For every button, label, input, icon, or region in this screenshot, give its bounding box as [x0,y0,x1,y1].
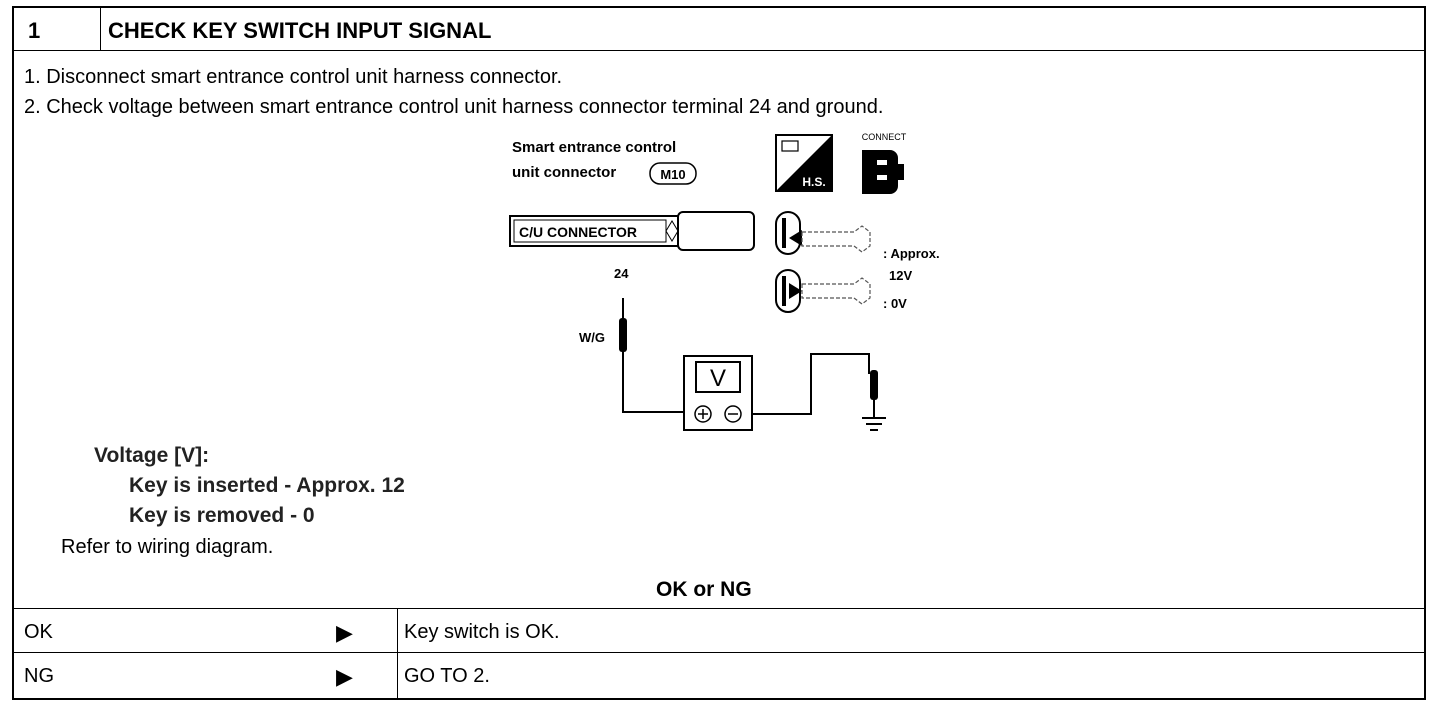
connector-caption-line2: unit connector [512,164,616,181]
key-inserted-icon [775,211,871,255]
result-middle-rule [14,652,1424,653]
terminal-number: 24 [614,266,629,281]
procedure-table: 1 CHECK KEY SWITCH INPUT SIGNAL 1. Disco… [12,6,1426,700]
ground-symbol [862,417,886,431]
ok-arrow-icon: ▶ [336,620,353,645]
spec-key-removed: Key is removed - 0 [129,504,315,527]
connector-caption-line1: Smart entrance control [512,139,676,156]
key-inserted-value-1: : Approx. [883,246,940,261]
step-title: CHECK KEY SWITCH INPUT SIGNAL [108,18,492,43]
harness-side-icon: H.S. [775,134,833,192]
svg-text:C/U CONNECTOR: C/U CONNECTOR [519,224,637,240]
voltmeter-icon: V [683,355,753,431]
voltage-check-diagram: Smart entrance control unit connector M1… [509,132,940,431]
spec-key-inserted: Key is inserted - Approx. 12 [129,474,405,497]
wire-color: W/G [579,330,605,345]
key-inserted-value-2: 12V [889,268,912,283]
spec-heading: Voltage [V]: [94,444,210,467]
key-removed-icon [775,269,871,313]
header-divider [100,8,101,50]
result-top-rule [14,608,1424,609]
svg-text:CONNECT: CONNECT [862,132,907,142]
svg-text:H.S.: H.S. [802,175,825,189]
ng-action: GO TO 2. [404,665,490,687]
result-divider [397,608,398,698]
connect-icon: CONNECT [862,132,907,194]
instruction-2: 2. Check voltage between smart entrance … [24,96,884,118]
ok-action: Key switch is OK. [404,621,560,643]
svg-text:V: V [710,365,726,392]
connector-id-badge: M10 [660,167,685,182]
cu-connector: C/U CONNECTOR [509,211,755,251]
refer-wiring-diagram: Refer to wiring diagram. [61,536,274,558]
ng-label: NG [24,665,54,687]
header-bottom-rule [14,50,1424,51]
step-number: 1 [28,18,41,43]
ng-arrow-icon: ▶ [336,664,353,689]
ok-or-ng-question: OK or NG [656,578,752,601]
key-removed-value: : 0V [883,296,907,311]
instruction-1: 1. Disconnect smart entrance control uni… [24,66,563,88]
ok-label: OK [24,621,53,643]
